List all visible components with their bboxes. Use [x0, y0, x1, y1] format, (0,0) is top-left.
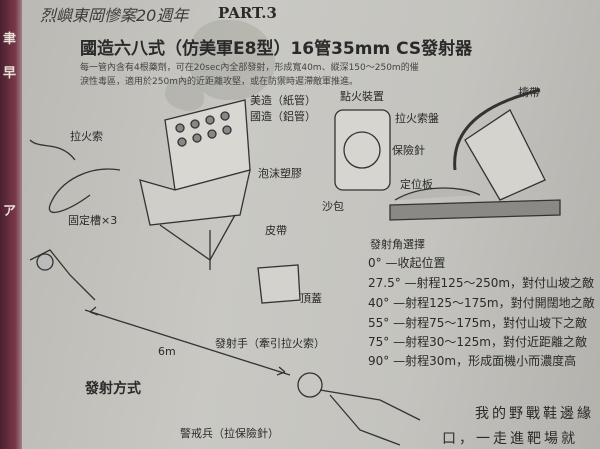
angle-value: 90° [368, 354, 390, 368]
label-positioning-plate: 定位板 [400, 178, 433, 191]
angle-selection-title: 發射角選擇 [370, 238, 425, 251]
label-sandbag: 沙包 [322, 200, 344, 213]
angle-desc: —射程125～175m，對付開闊地之敵 [393, 296, 595, 310]
label-firing-method: 發射方式 [85, 381, 141, 397]
angle-row: 75° —射程30～125m，對付近距離之敵 [368, 333, 587, 350]
label-firer: 發射手（牽引拉火索） [215, 337, 325, 350]
label-strap: 揹帶 [518, 86, 540, 99]
angle-desc: —收起位置 [385, 256, 446, 270]
angle-desc: —射程30～125m，對付近距離之敵 [393, 335, 587, 349]
angle-row: 90° —射程30m，形成面機小而濃度高 [368, 352, 576, 369]
description-line: 淚性毒區，適用於250m內的近距離攻堅，或在防禦時遲滯敵軍推進。 [80, 77, 358, 87]
label-fix-slot: 固定槽×3 [68, 214, 118, 227]
label-distance: 6m [158, 345, 176, 358]
label-top-cover: 頂蓋 [300, 292, 322, 305]
part-label: PART.3 [218, 4, 277, 22]
label-belt: 皮帶 [265, 224, 287, 237]
angle-value: 40° [368, 296, 390, 310]
label-rok-made: 國造（鋁管） [250, 110, 316, 123]
label-pull-cord: 拉火索 [70, 130, 103, 143]
angle-desc: —射程75～175m，對付山坡下之敵 [393, 316, 587, 330]
angle-desc: —射程30m，形成面機小而濃度高 [393, 354, 577, 368]
angle-value: 55° [368, 316, 390, 330]
description-line: 每一管內含有4根藥劑，可在20sec內全部發射，形成寬40m、縱深150～250… [80, 63, 419, 73]
angle-row: 40° —射程125～175m，對付開闊地之敵 [368, 294, 595, 311]
angle-desc: —射程125～250m，對付山坡之敵 [404, 276, 595, 290]
label-us-made: 美造（紙管） [250, 94, 316, 107]
paper-stain [190, 20, 275, 100]
article-text-line: 我的野戰鞋邊緣 [475, 406, 594, 422]
angle-row: 0° —收起位置 [368, 254, 445, 271]
article-text-line: 口，一走進靶場就 [442, 431, 578, 447]
label-ignition: 點火裝置 [340, 90, 384, 103]
page-title: 國造六八式（仿美軍E8型）16管35mm CS發射器 [80, 39, 473, 59]
label-guard: 警戒兵（拉保險針） [180, 427, 279, 440]
angle-value: 27.5° [368, 276, 401, 290]
adjacent-page-edge: 聿早ア [0, 0, 22, 449]
label-foam: 泡沫塑膠 [258, 167, 302, 180]
angle-row: 55° —射程75～175m，對付山坡下之敵 [368, 314, 587, 331]
angle-value: 75° [368, 335, 390, 349]
label-safety-pin: 保險針 [392, 144, 425, 157]
angle-value: 0° [368, 256, 382, 270]
angle-row: 27.5° —射程125～250m，對付山坡之敵 [368, 274, 594, 291]
label-cord-reel: 拉火索盤 [395, 112, 439, 125]
series-header: 烈嶼東岡慘案20週年 [40, 6, 189, 25]
